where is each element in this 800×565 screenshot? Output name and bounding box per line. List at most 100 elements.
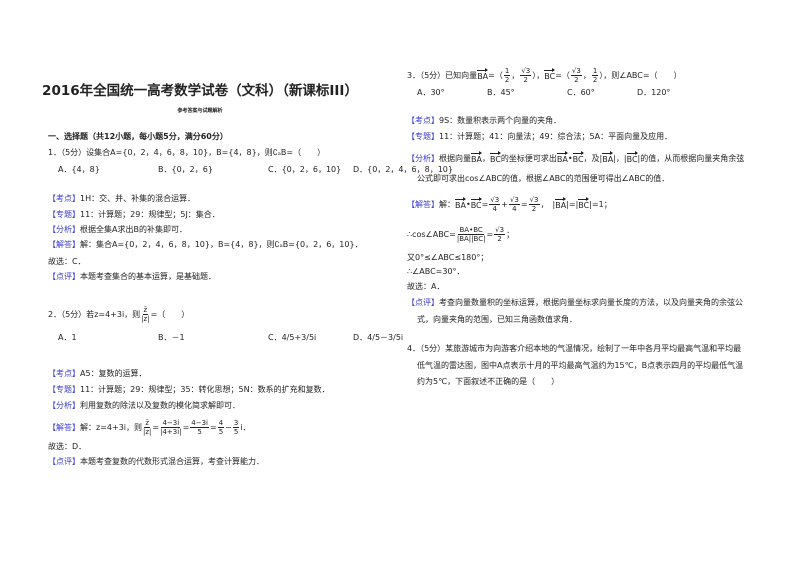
text: ，	[481, 154, 490, 163]
denominator: 2	[504, 76, 510, 84]
text: 又0°≤∠ABC≤180°；	[407, 253, 489, 262]
text-line: 【点评】考查向量数量积的坐标运算，根据向量坐标求向量长度的方法，以及向量夹角的余…	[407, 298, 743, 308]
numerator: √3	[494, 226, 506, 235]
text: =	[209, 422, 217, 432]
text: |=1；	[589, 199, 612, 209]
vector: BC	[489, 151, 501, 164]
text: •	[567, 154, 573, 163]
text: =	[520, 199, 528, 209]
text: 故选：C．	[48, 257, 86, 266]
section-tag: 【分析】	[48, 401, 80, 410]
vector: BA	[471, 151, 482, 164]
vector: BC	[578, 196, 590, 210]
text-line: 式，向量夹角的范围，已知三角函数值求角．	[417, 315, 577, 325]
vector: BC	[470, 196, 482, 210]
text: +	[501, 199, 508, 209]
page-title: 2016年全国统一高考数学试卷（文科）（新课标III）	[42, 83, 358, 99]
numerator: √3	[508, 196, 520, 205]
text-line: 【分析】根据全集A求出B的补集即可．	[48, 225, 187, 235]
vector: BC	[572, 151, 584, 164]
text: 利用复数的除法以及复数的模化简求解即可．	[80, 401, 240, 410]
answer-option: A．1	[58, 333, 77, 342]
text: i．	[240, 422, 251, 432]
denominator: 5	[197, 428, 202, 436]
text: |的值，从而根据向量夹角余弦	[637, 154, 745, 163]
text: ， |	[540, 199, 556, 209]
answer-option: B．{0，2，6}	[158, 165, 213, 174]
text: 式，向量夹角的范围，已知三角函数值求角．	[417, 315, 577, 324]
numerator: √3	[528, 196, 540, 205]
text: ；	[506, 229, 515, 239]
text: 故选：A．	[407, 282, 445, 291]
section-tag: 【点评】	[48, 457, 80, 466]
text: 低气温的雷达图，图中A点表示十月的平均最高气温约为15℃，B点表示四月的平均最低…	[417, 361, 744, 370]
answer-option: C．60°	[567, 88, 595, 97]
numerator: √3	[489, 196, 501, 205]
answer-option: D．120°	[637, 88, 671, 97]
denominator: |BA||BC|	[456, 235, 486, 243]
text: |=|	[566, 199, 579, 209]
text: 根据向量	[439, 154, 471, 163]
denominator: |z|	[141, 315, 150, 323]
text: =（	[488, 70, 503, 80]
text-line: 【解答】解：集合A={0，2，4，6，8，10}，B={4，8}，则∁ₐB={0…	[48, 240, 363, 250]
text-line: 【专题】11：计算题；41：向量法；49：综合法；5A：平面向量及应用．	[407, 132, 672, 142]
text: 4．（5分）某旅游城市为向游客介绍本地的气温情况，绘制了一年中各月平均最高气温和…	[407, 344, 742, 353]
denominator: 4	[512, 205, 517, 213]
section-heading: 一、选择题（共12小题，每小题5分，满分60分）	[48, 132, 228, 142]
denominator: 5	[233, 428, 239, 436]
text-line: 4．（5分）某旅游城市为向游客介绍本地的气温情况，绘制了一年中各月平均最高气温和…	[407, 344, 741, 354]
text-line: 故选：C．	[48, 257, 86, 267]
denominator: 2	[531, 205, 537, 213]
vector: BA	[556, 151, 568, 164]
denominator: 5	[218, 428, 224, 436]
text-line: 故选：D．	[48, 442, 86, 452]
text: 9S：数量积表示两个向量的夹角．	[439, 116, 562, 125]
text: ），则∠ABC=（ ）	[599, 70, 682, 80]
numerator: 4−3i	[190, 419, 209, 428]
section-tag: 【专题】	[407, 132, 439, 141]
text: −	[225, 422, 232, 432]
text: ∴∠ABC=30°．	[407, 267, 465, 276]
numerator: 4−3i	[161, 419, 181, 428]
text: 解：	[439, 199, 455, 209]
text: 11：计算题；29：规律型；35：转化思想；5N：数系的扩充和复数．	[80, 385, 330, 394]
vector: BA	[602, 151, 614, 164]
text: ，及|	[583, 154, 603, 163]
answer-option: D．4/5－3/5i	[353, 333, 404, 342]
section-tag: 【分析】	[48, 225, 80, 234]
text: 故选：D．	[48, 442, 87, 451]
section-tag: 【专题】	[48, 385, 80, 394]
section-tag: 【考点】	[407, 116, 439, 125]
vector: BA	[455, 196, 466, 210]
section-tag: 【解答】	[407, 199, 439, 209]
numerator: 1	[591, 67, 599, 76]
numerator: BA•BC	[458, 226, 484, 235]
numerator: 1	[503, 67, 511, 76]
text-line: 约为5℃，下面叙述不正确的是（ ）	[417, 377, 559, 387]
text: |，|	[613, 154, 627, 163]
text: 本题考查复数的代数形式混合运算，考查计算能力．	[80, 457, 264, 466]
text: 一、选择题（共12小题，每小题5分，满分60分）	[48, 132, 228, 141]
fraction: BA•BC|BA||BC|	[457, 226, 486, 243]
text: 1H：交、并、补集的混合运算．	[80, 194, 196, 203]
numerator: z̄	[144, 419, 151, 428]
section-tag: 【专题】	[48, 210, 80, 219]
text-line: 【考点】9S：数量积表示两个向量的夹角．	[407, 116, 561, 126]
denominator: |4+3i|	[160, 428, 182, 436]
numerator: √3	[570, 67, 582, 76]
text: A5：复数的运算．	[80, 369, 147, 378]
numerator: z̄	[142, 306, 149, 315]
vector: BC	[544, 67, 556, 81]
text-line: 低气温的雷达图，图中A点表示十月的平均最高气温约为15℃，B点表示四月的平均最低…	[417, 361, 743, 371]
answer-option: D．{0，2，4，6，8，10}	[353, 165, 453, 174]
